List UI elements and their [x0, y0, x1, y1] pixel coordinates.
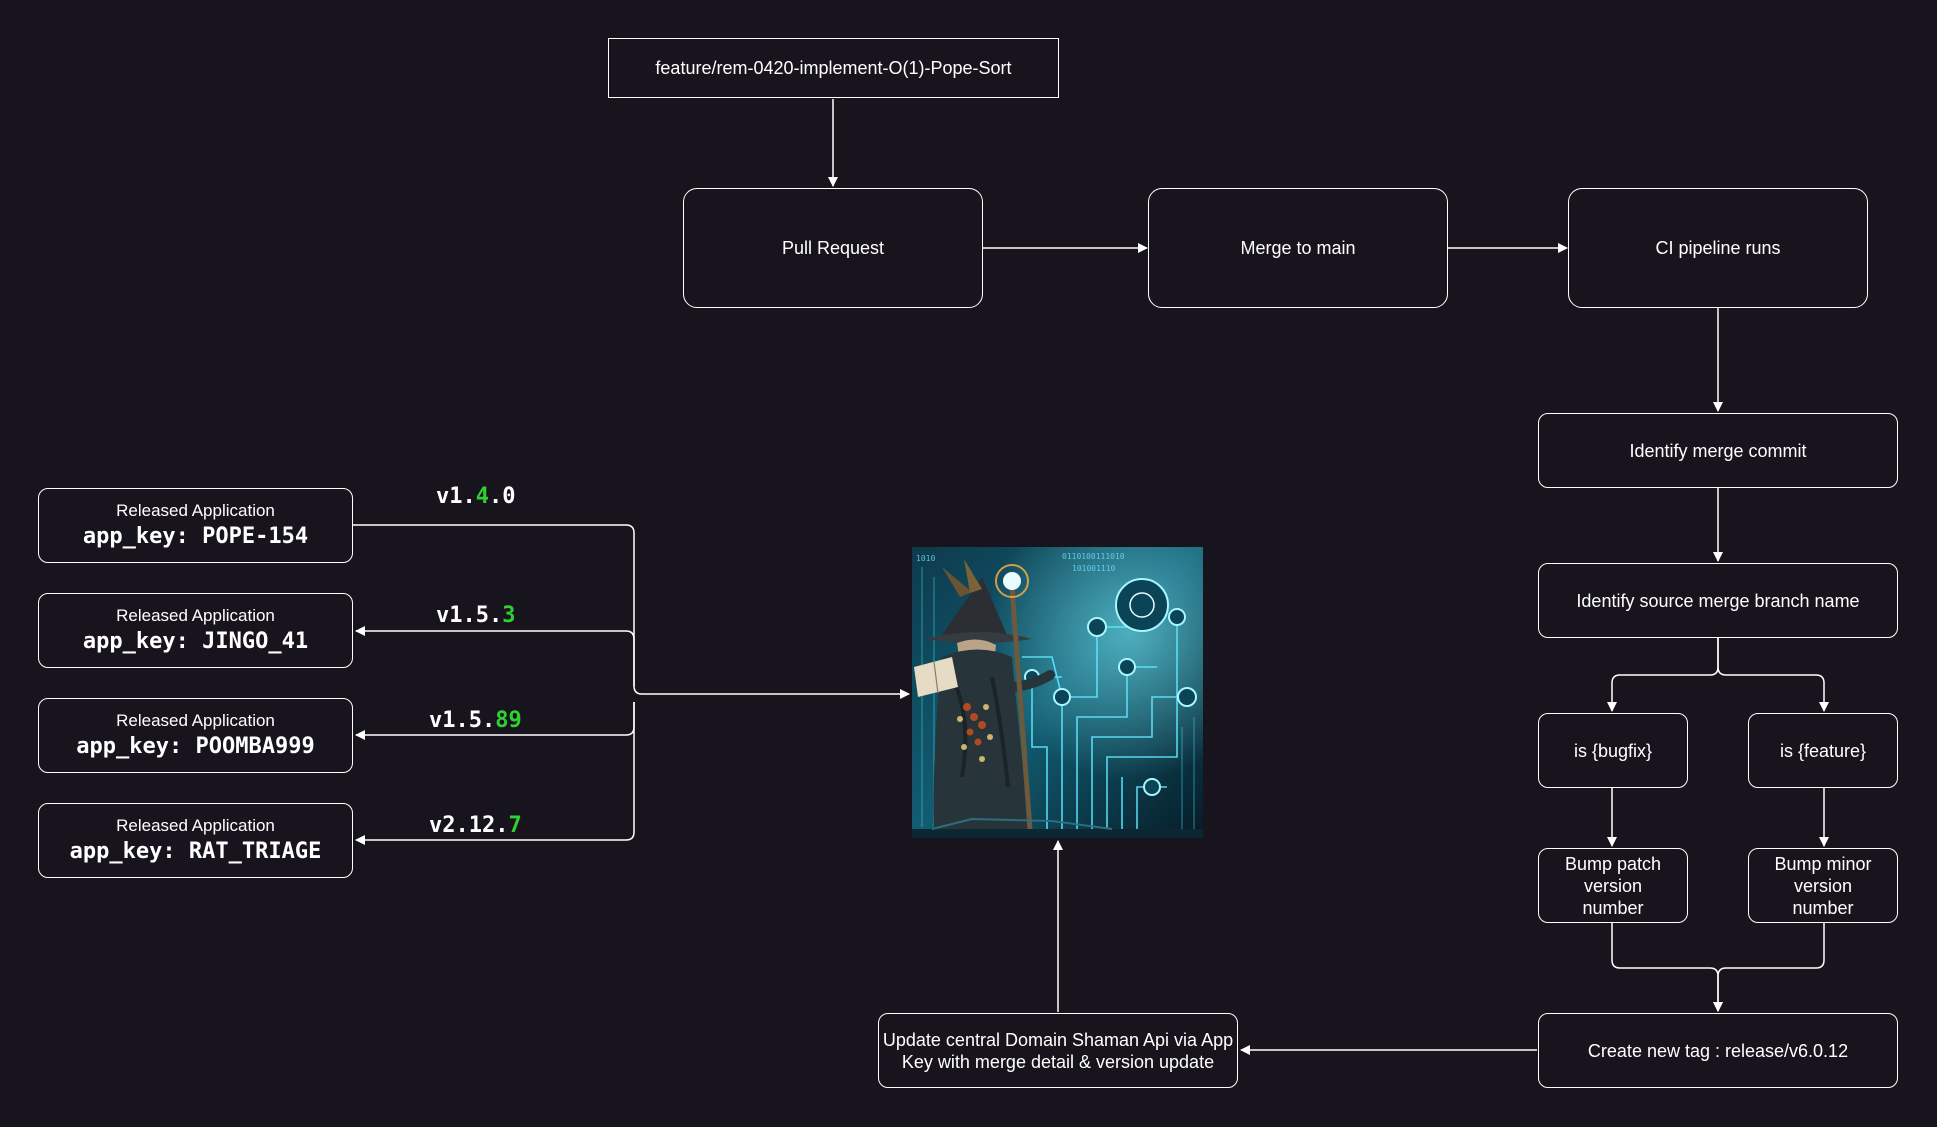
bump-minor-node[interactable]: Bump minor version number [1748, 848, 1898, 923]
svg-text:101001110: 101001110 [1072, 564, 1116, 573]
ci-pipeline-label: CI pipeline runs [1655, 238, 1781, 258]
edge-branchname-to-feature [1717, 638, 1829, 712]
released-app-rat-triage[interactable]: Released Application app_key: RAT_TRIAGE [38, 803, 353, 878]
app-key: app_key: RAT_TRIAGE [69, 839, 322, 864]
edge-shaman-to-app4 [355, 702, 635, 845]
version-prefix: v1. [436, 484, 476, 509]
released-app-jingo[interactable]: Released Application app_key: JINGO_41 [38, 593, 353, 668]
version-suffix: .0 [489, 484, 516, 509]
version-highlight: 4 [475, 484, 489, 509]
edge-shaman-to-app2 [355, 626, 635, 686]
app-key: app_key: JINGO_41 [82, 629, 309, 654]
identify-branch-name-label: Identify source merge branch name [1576, 590, 1860, 611]
bump-patch-node[interactable]: Bump patch version number [1538, 848, 1688, 923]
merge-to-main-label: Merge to main [1240, 238, 1356, 258]
version-prefix: v1.5. [429, 708, 496, 733]
edge-app1-to-shaman [353, 524, 910, 699]
app-title: Released Application [116, 711, 275, 730]
ci-pipeline-node[interactable]: CI pipeline runs [1568, 188, 1868, 308]
edge-minor-to-tag [1713, 923, 1825, 1012]
update-api-label: Update central Domain Shaman Api via App… [882, 1029, 1234, 1072]
bump-patch-label: Bump patch version number [1564, 853, 1662, 918]
released-app-poomba[interactable]: Released Application app_key: POOMBA999 [38, 698, 353, 773]
pull-request-node[interactable]: Pull Request [683, 188, 983, 308]
version-label-pope: v1.4.0 [436, 484, 516, 510]
merge-to-main-node[interactable]: Merge to main [1148, 188, 1448, 308]
create-tag-label: Create new tag : release/v6.0.12 [1587, 1040, 1849, 1061]
app-key: app_key: POOMBA999 [76, 734, 315, 759]
version-highlight: 3 [502, 603, 516, 628]
svg-text:0110100111010: 0110100111010 [1062, 552, 1125, 561]
app-title: Released Application [116, 816, 275, 835]
edge-branchname-to-bugfix [1607, 638, 1719, 712]
identify-branch-name-node[interactable]: Identify source merge branch name [1538, 563, 1898, 638]
is-feature-label: is {feature} [1779, 740, 1867, 761]
is-bugfix-node[interactable]: is {bugfix} [1538, 713, 1688, 788]
create-tag-node[interactable]: Create new tag : release/v6.0.12 [1538, 1013, 1898, 1088]
app-title: Released Application [116, 501, 275, 520]
version-label-rat-triage: v2.12.7 [429, 813, 522, 839]
app-key: app_key: POPE-154 [82, 524, 309, 549]
is-feature-node[interactable]: is {feature} [1748, 713, 1898, 788]
version-label-poomba: v1.5.89 [429, 708, 522, 734]
pull-request-label: Pull Request [781, 238, 885, 258]
version-prefix: v1.5. [436, 603, 503, 628]
released-app-pope[interactable]: Released Application app_key: POPE-154 [38, 488, 353, 563]
edge-patch-to-tag [1611, 923, 1723, 1012]
is-bugfix-label: is {bugfix} [1573, 740, 1653, 761]
version-label-jingo: v1.5.3 [436, 603, 515, 629]
app-title: Released Application [116, 606, 275, 625]
identify-merge-commit-label: Identify merge commit [1629, 440, 1807, 461]
update-api-node[interactable]: Update central Domain Shaman Api via App… [878, 1013, 1238, 1088]
feature-branch-node[interactable]: feature/rem-0420-implement-O(1)-Pope-Sor… [608, 38, 1059, 98]
wizard-shaman-image[interactable]: 0110100111010 101001110 1010 [912, 547, 1203, 838]
svg-text:1010: 1010 [916, 554, 935, 563]
version-highlight: 7 [508, 813, 522, 838]
version-highlight: 89 [495, 708, 522, 733]
version-prefix: v2.12. [429, 813, 509, 838]
feature-branch-label: feature/rem-0420-implement-O(1)-Pope-Sor… [655, 58, 1012, 78]
bump-minor-label: Bump minor version number [1774, 853, 1872, 918]
identify-merge-commit-node[interactable]: Identify merge commit [1538, 413, 1898, 488]
